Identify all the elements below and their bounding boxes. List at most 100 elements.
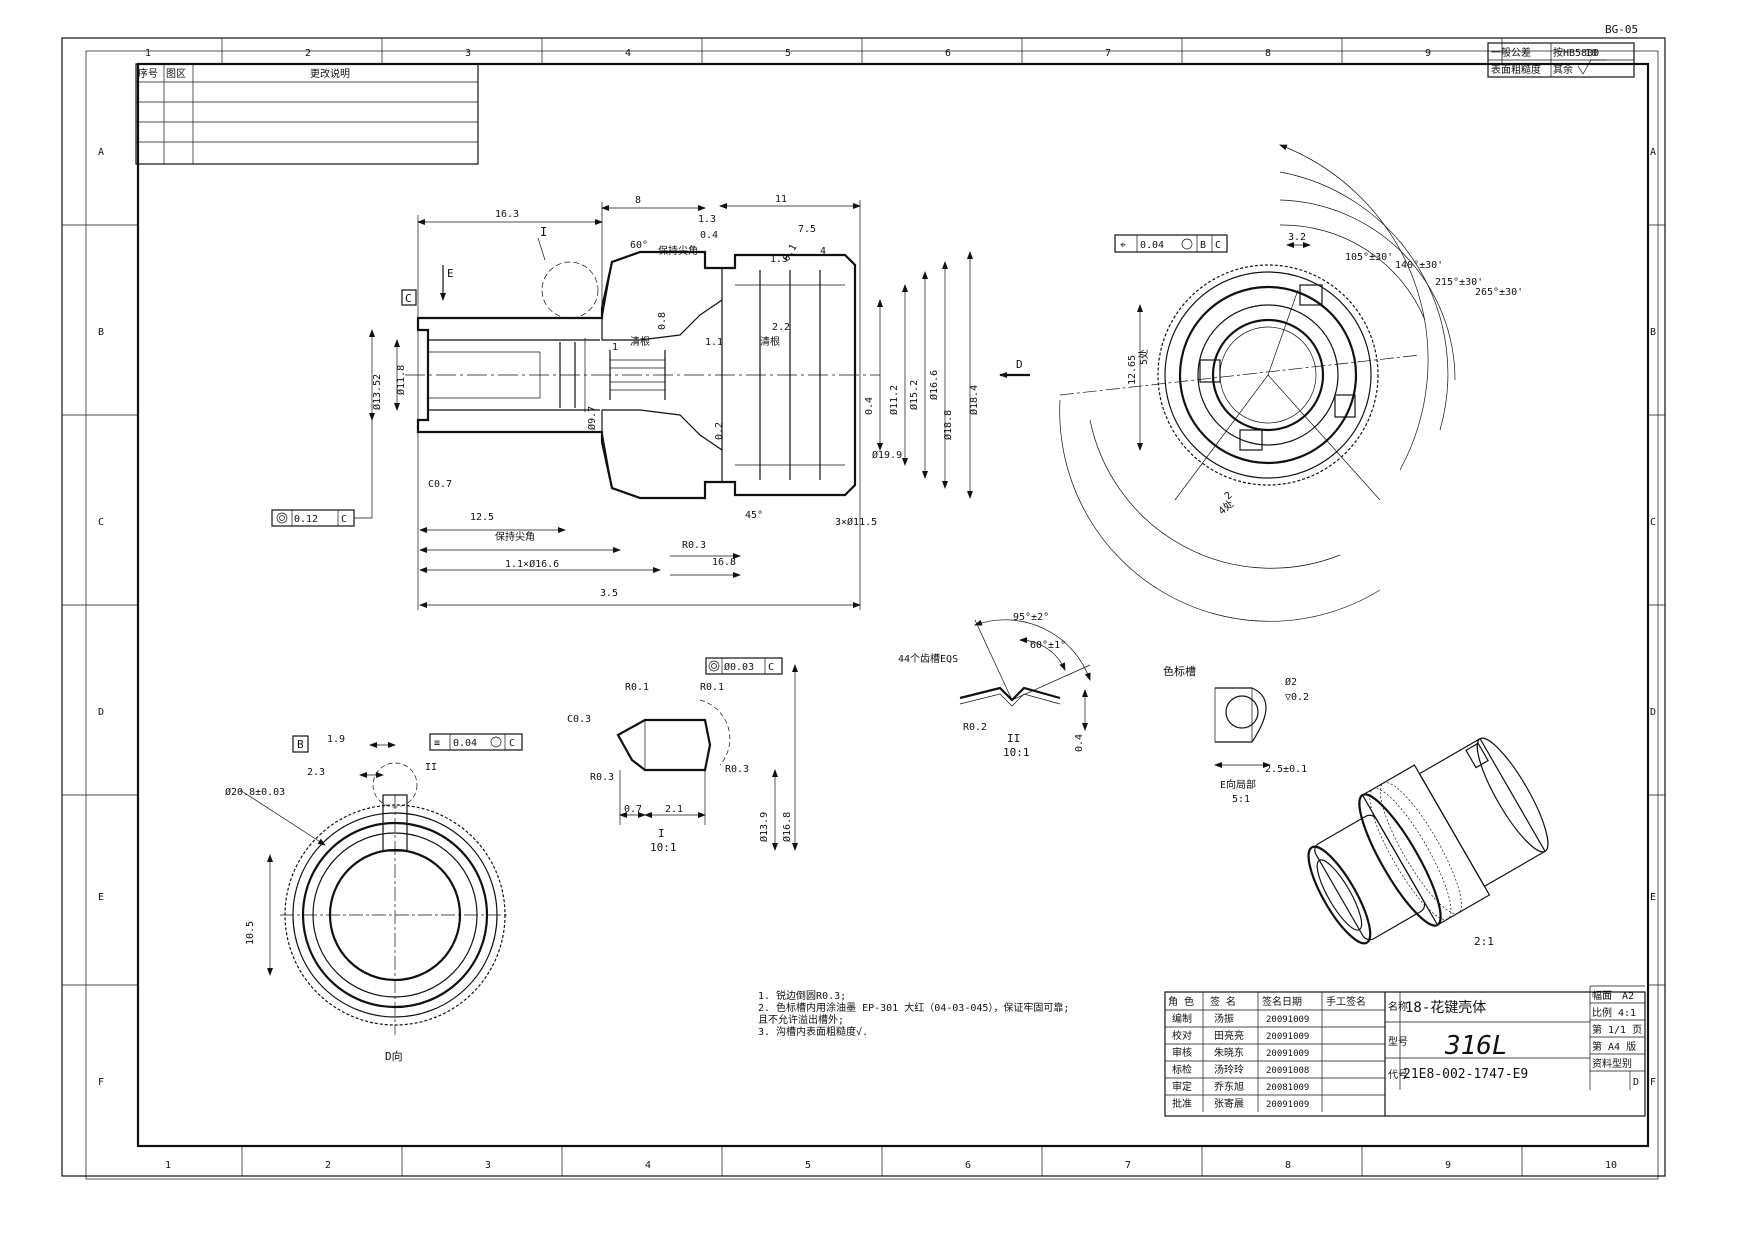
main-dim-29: C0.7 — [428, 479, 452, 490]
tb-row-role: 批准 — [1172, 1097, 1192, 1110]
zone-col-top-8: 8 — [1265, 48, 1271, 59]
roughness-value: 其余 — [1553, 63, 1573, 76]
main-dim-34: R0.3 — [682, 540, 706, 551]
inner-border — [136, 62, 1650, 1148]
tb-row-role: 审定 — [1172, 1080, 1192, 1093]
detail-i-scale: 10:1 — [650, 841, 677, 854]
tb-row-date: 20091009 — [1266, 1032, 1309, 1042]
zone-col-top-2: 2 — [305, 48, 311, 59]
bottom-view-dim-2: 2.3 — [307, 767, 325, 778]
d-view-knurl-root — [1164, 271, 1372, 479]
zone-col-top-3: 3 — [465, 48, 471, 59]
roughness-label: 表面粗糙度 — [1491, 63, 1541, 76]
e-view-color-mark-hole — [1225, 695, 1259, 729]
zone-col-bottom-9: 9 — [1445, 1160, 1451, 1171]
zone-col-top-4: 4 — [625, 48, 631, 59]
note-2: 2. 色标槽内用涂油墨 EP-301 大红（04-03-045），保证牢固可靠; — [758, 1001, 1069, 1014]
zone-border — [85, 50, 1659, 1180]
zone-row-right-4: D — [1650, 707, 1656, 718]
rev-col-zone: 图区 — [166, 68, 186, 80]
svg-text:⌖: ⌖ — [1120, 240, 1126, 251]
zone-col-top-6: 6 — [945, 48, 951, 59]
rev-col-no: 序号 — [138, 67, 158, 80]
d-view-slot-ring — [1197, 304, 1339, 446]
view-arrow-d-label: D — [1016, 358, 1023, 371]
tb-row-date: 20091009 — [1266, 1100, 1309, 1110]
zone-row-right-5: E — [1650, 892, 1656, 903]
section-hatch-upper — [601, 251, 723, 341]
runout-tol-value: 0.12 — [294, 514, 318, 525]
main-dim-1: 16.3 — [495, 209, 519, 220]
tb-name-label: 名称 — [1388, 1000, 1408, 1013]
main-dim-28: Ø19.9 — [872, 449, 902, 461]
tb-type-label: 资料型别 — [1592, 1057, 1632, 1070]
tb-row-name: 汤振 — [1214, 1012, 1234, 1025]
bottom-view-tol-value: 0.04 — [453, 738, 477, 749]
main-dim-19: Ø11.8 — [395, 365, 407, 395]
zone-col-top-1: 1 — [145, 48, 151, 59]
zone-col-bottom-2: 2 — [325, 1160, 331, 1171]
zone-col-bottom-3: 3 — [485, 1160, 491, 1171]
sheet-code: BG-05 — [1605, 23, 1638, 36]
detail-i-dim-4: R0.3 — [590, 772, 614, 783]
zone-col-top-7: 7 — [1105, 48, 1111, 59]
d-view-tol-value: 0.04 — [1140, 240, 1164, 251]
tb-row-date: 20091008 — [1266, 1066, 1309, 1076]
detail-ii-dim-3: 44个齿槽EQS — [898, 652, 958, 665]
technical-notes: 1. 锐边倒圆R0.3; 2. 色标槽内用涂油墨 EP-301 大红（04-03… — [758, 989, 1069, 1038]
bottom-view-dim-1: 1.9 — [327, 734, 345, 745]
datum-b-label: B — [297, 738, 304, 751]
tb-part-name: 18-花键壳体 — [1405, 999, 1486, 1016]
iso-knurl-ring — [1358, 793, 1442, 927]
datum-b-box — [292, 735, 309, 753]
zone-col-bottom-5: 5 — [805, 1160, 811, 1171]
main-dim-15: 0.8 — [657, 312, 668, 330]
main-dim-10: 1.3 — [770, 254, 788, 265]
tb-format-value: A2 — [1622, 991, 1634, 1002]
bottom-view-dim-3: II — [425, 762, 437, 773]
d-view-knurl-outer — [1157, 264, 1379, 486]
zone-row-left-4: D — [98, 707, 104, 718]
tb-format-label: 幅面 — [1592, 989, 1612, 1002]
general-tol-label: 一般公差 — [1491, 46, 1531, 59]
view-arrow-e-label: E — [447, 267, 454, 280]
main-dim-35: 16.8 — [712, 557, 736, 568]
note-2-cont: 且不允许溢出槽外; — [758, 1013, 844, 1026]
d-view-dim-4: 265°±30' — [1475, 287, 1523, 298]
main-dim-16: 1.1 — [705, 337, 723, 348]
e-view-scale: 5:1 — [1232, 794, 1250, 805]
main-dim-20: Ø9.7 — [586, 406, 598, 430]
tb-material-label: 型号 — [1388, 1035, 1408, 1048]
tb-header-3: 签名日期 — [1262, 995, 1302, 1008]
zone-row-left-6: F — [98, 1077, 104, 1088]
detail-ii-title: II — [1007, 732, 1020, 745]
main-dim-17: 1 — [612, 342, 618, 353]
detail-ii-dim-2: 60°±1° — [1030, 640, 1066, 651]
tb-row-role: 审核 — [1172, 1046, 1192, 1059]
d-view-dim-7: 5处 — [1138, 349, 1150, 365]
detail-ii-dim-5: 0.4 — [1074, 734, 1085, 752]
outer-border — [61, 37, 1666, 1177]
main-dim-33: 保持尖角 — [495, 530, 535, 543]
zone-row-left-2: B — [98, 327, 104, 338]
d-view-tol-ref2: C — [1215, 240, 1221, 251]
e-view-dim-3: 2.5±0.1 — [1265, 764, 1307, 775]
tb-code-label: 代号 — [1388, 1069, 1408, 1081]
zone-col-top-9: 9 — [1425, 48, 1431, 59]
tb-row-name: 张寄晨 — [1214, 1097, 1244, 1110]
tb-material: 316L — [1444, 1031, 1508, 1061]
zone-col-top-5: 5 — [785, 48, 791, 59]
datum-c-box — [401, 289, 417, 306]
main-dim-14: 清根 — [630, 335, 650, 348]
detail-i-dim-5: R0.3 — [725, 764, 749, 775]
tb-page: 第 1/1 页 — [1592, 1023, 1642, 1036]
e-local-view: 色标槽 E向局部 5:1 Ø2▽0.22.5±0.1 — [1163, 664, 1309, 805]
bottom-view-dim-5: 10.5 — [245, 921, 256, 945]
detail-i-title: I — [658, 827, 665, 840]
main-dim-12: 2.2 — [772, 322, 790, 333]
